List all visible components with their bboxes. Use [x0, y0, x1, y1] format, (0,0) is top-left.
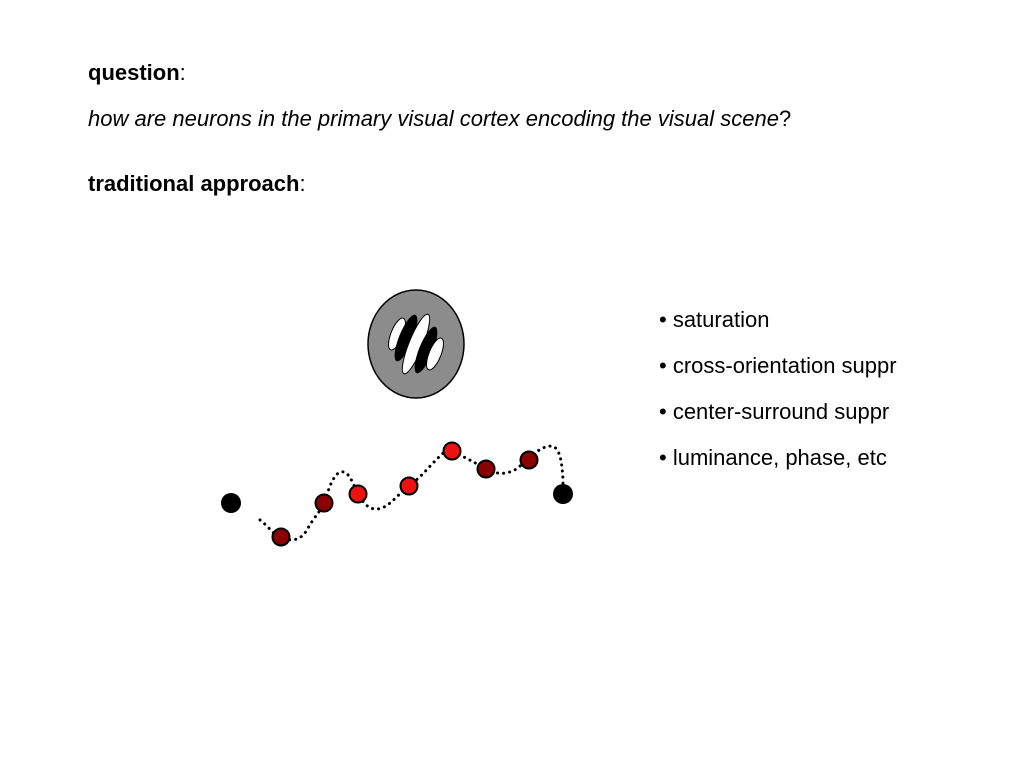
nonlinearity-list: • saturation • cross-orientation suppr •…: [659, 307, 897, 491]
response-dot: [553, 484, 573, 504]
response-dot: [399, 476, 419, 496]
list-item: • center-surround suppr: [659, 399, 890, 424]
question-label: question: [88, 60, 180, 85]
approach-colon: :: [299, 171, 306, 196]
approach-label: traditional approach: [88, 171, 300, 196]
receptive-field-icon: [367, 289, 465, 399]
tuning-curve: [258, 444, 565, 542]
response-dot: [271, 527, 291, 547]
response-dot: [314, 493, 334, 513]
question-heading: question:: [88, 60, 186, 86]
question-colon: :: [179, 60, 186, 85]
response-dot: [442, 441, 462, 461]
question-body: how are neurons in the primary visual co…: [88, 106, 779, 131]
gabor-white-band-right: [426, 337, 444, 371]
list-item: • luminance, phase, etc: [659, 445, 887, 470]
response-dot: [519, 450, 539, 470]
gabor-black-band-left: [394, 314, 418, 362]
question-mark: ?: [778, 106, 792, 131]
response-dot: [221, 493, 241, 513]
list-item: • cross-orientation suppr: [659, 353, 897, 378]
response-dot: [348, 484, 368, 504]
question-text: how are neurons in the primary visual co…: [88, 106, 791, 132]
list-item: • saturation: [659, 307, 770, 332]
gabor-black-band-right: [414, 326, 438, 374]
response-dot: [476, 459, 496, 479]
approach-heading: traditional approach:: [88, 171, 306, 197]
